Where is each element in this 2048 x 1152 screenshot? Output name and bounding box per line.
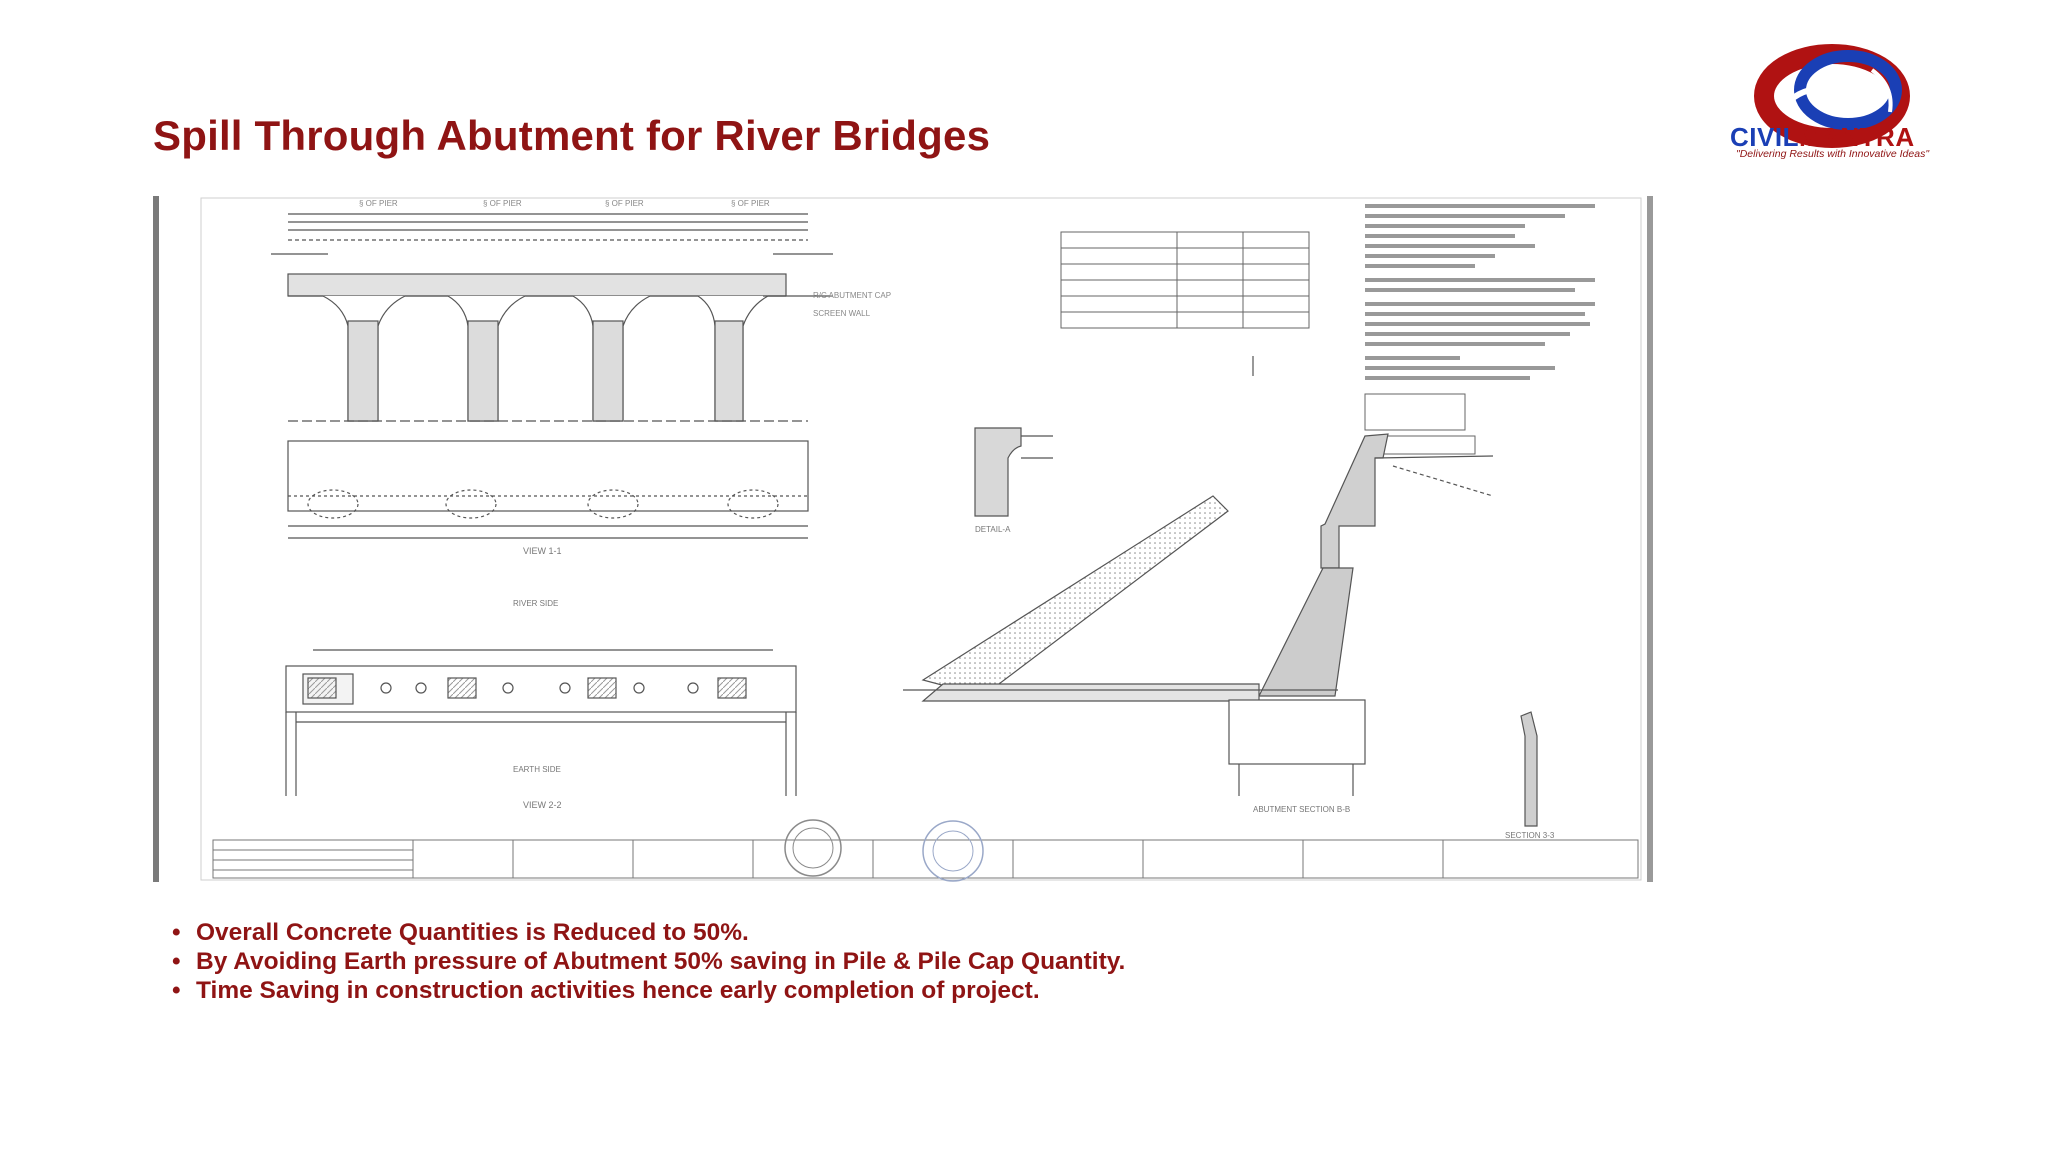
abutment-section xyxy=(903,356,1494,796)
logo-word-civil: CIVIL xyxy=(1730,122,1799,152)
svg-text:§ OF PIER: § OF PIER xyxy=(731,199,770,208)
svg-text:§ OF PIER: § OF PIER xyxy=(483,199,522,208)
bullet-item: By Avoiding Earth pressure of Abutment 5… xyxy=(172,947,1125,976)
logo-emblem-icon xyxy=(1754,44,1910,148)
bullet-list: Overall Concrete Quantities is Reduced t… xyxy=(172,918,1125,1005)
bullet-item: Time Saving in construction activities h… xyxy=(172,976,1125,1005)
logo-tagline: "Delivering Results with Innovative Idea… xyxy=(1736,148,1930,160)
civilmantra-logo xyxy=(1722,40,1922,158)
detail-label: DETAIL-A xyxy=(975,525,1011,534)
detail-a xyxy=(974,427,1053,517)
earth-side-label: EARTH SIDE xyxy=(513,765,561,774)
general-notes xyxy=(1365,204,1595,380)
abutment-section-label: ABUTMENT SECTION B-B xyxy=(1253,805,1350,814)
plan-view xyxy=(285,649,797,796)
river-side-label: RIVER SIDE xyxy=(513,599,558,608)
level-table xyxy=(1060,231,1310,329)
svg-text:R/C ABUTMENT CAP: R/C ABUTMENT CAP xyxy=(813,291,891,300)
svg-text:§ OF PIER: § OF PIER xyxy=(359,199,398,208)
elevation-view xyxy=(271,213,833,539)
svg-text:§ OF PIER: § OF PIER xyxy=(605,199,644,208)
view2-label: VIEW 2-2 xyxy=(523,800,562,810)
logo-wordmark: CIVILMANTRA xyxy=(1730,122,1915,153)
engineering-drawing: § OF PIER § OF PIER § OF PIER § OF PIER R/… xyxy=(153,196,1653,882)
svg-text:SCREEN WALL: SCREEN WALL xyxy=(813,309,871,318)
page-title: Spill Through Abutment for River Bridges xyxy=(153,112,991,159)
title-block xyxy=(212,819,1639,882)
drawing-canvas: § OF PIER § OF PIER § OF PIER § OF PIER R/… xyxy=(153,196,1653,882)
section-3-3 xyxy=(1520,711,1538,827)
view1-label: VIEW 1-1 xyxy=(523,546,562,556)
section3-label: SECTION 3-3 xyxy=(1505,831,1555,840)
bullet-item: Overall Concrete Quantities is Reduced t… xyxy=(172,918,1125,947)
logo-word-mantra: MANTRA xyxy=(1798,122,1915,152)
